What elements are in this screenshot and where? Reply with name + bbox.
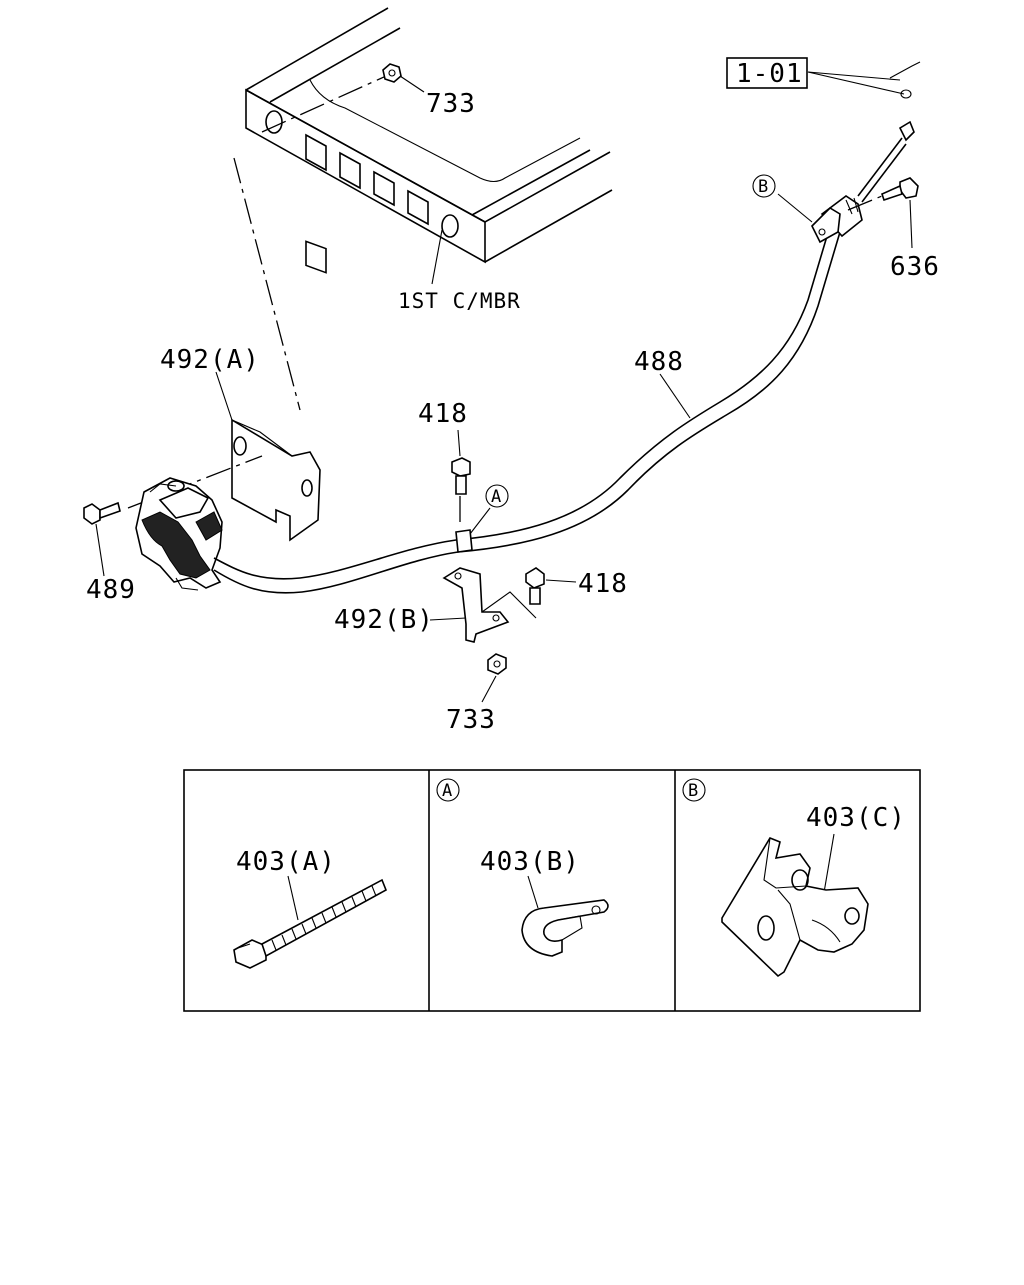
bracket-492b — [429, 567, 537, 643]
clip-a-on-cable — [455, 507, 491, 553]
panel-cable-tie: 403(A) — [233, 847, 388, 969]
callout-489: 489 — [86, 575, 136, 605]
member-label: 1ST C/MBR — [398, 289, 521, 313]
ref-box-label: 1-01 — [736, 59, 803, 89]
ref-circle-b-cable — [752, 174, 776, 198]
panel-p-clip: A 403(B) — [436, 778, 609, 957]
bolt-636 — [847, 177, 919, 249]
panel-a-circle — [436, 778, 460, 802]
panel-b-circle — [682, 778, 706, 802]
ref-b-cable: B — [758, 177, 768, 197]
detail-panels — [183, 769, 921, 1012]
callout-492a: 492(A) — [160, 345, 260, 375]
callout-733-top: 733 — [426, 89, 476, 119]
bolt-489 — [83, 501, 121, 577]
nut-733-top — [382, 63, 425, 93]
callout-488: 488 — [634, 347, 684, 377]
label-403b: 403(B) — [480, 847, 580, 877]
label-403a: 403(A) — [236, 847, 336, 877]
bolt-418-right — [525, 567, 577, 605]
label-403c: 403(C) — [806, 803, 906, 833]
cross-member — [245, 7, 613, 274]
panel-clamp-bracket: B 403(C) — [682, 778, 906, 978]
bracket-492a — [215, 371, 321, 542]
clip-b-on-cable — [777, 193, 841, 244]
nut-733-bottom — [481, 653, 507, 703]
ref-a-cable: A — [491, 487, 501, 507]
ref-box-1-01 — [726, 57, 921, 99]
panel-a-header: A — [442, 781, 452, 801]
panel-b-header: B — [688, 781, 698, 801]
ref-circle-a-cable — [485, 484, 509, 508]
brake-actuator — [135, 477, 223, 591]
callout-636: 636 — [890, 252, 940, 282]
callout-733-bottom: 733 — [446, 705, 496, 735]
cable-488 — [213, 120, 915, 594]
callout-418-top: 418 — [418, 399, 468, 429]
callout-418-right: 418 — [578, 569, 628, 599]
callout-492b: 492(B) — [334, 605, 434, 635]
bolt-418-top — [451, 429, 471, 528]
